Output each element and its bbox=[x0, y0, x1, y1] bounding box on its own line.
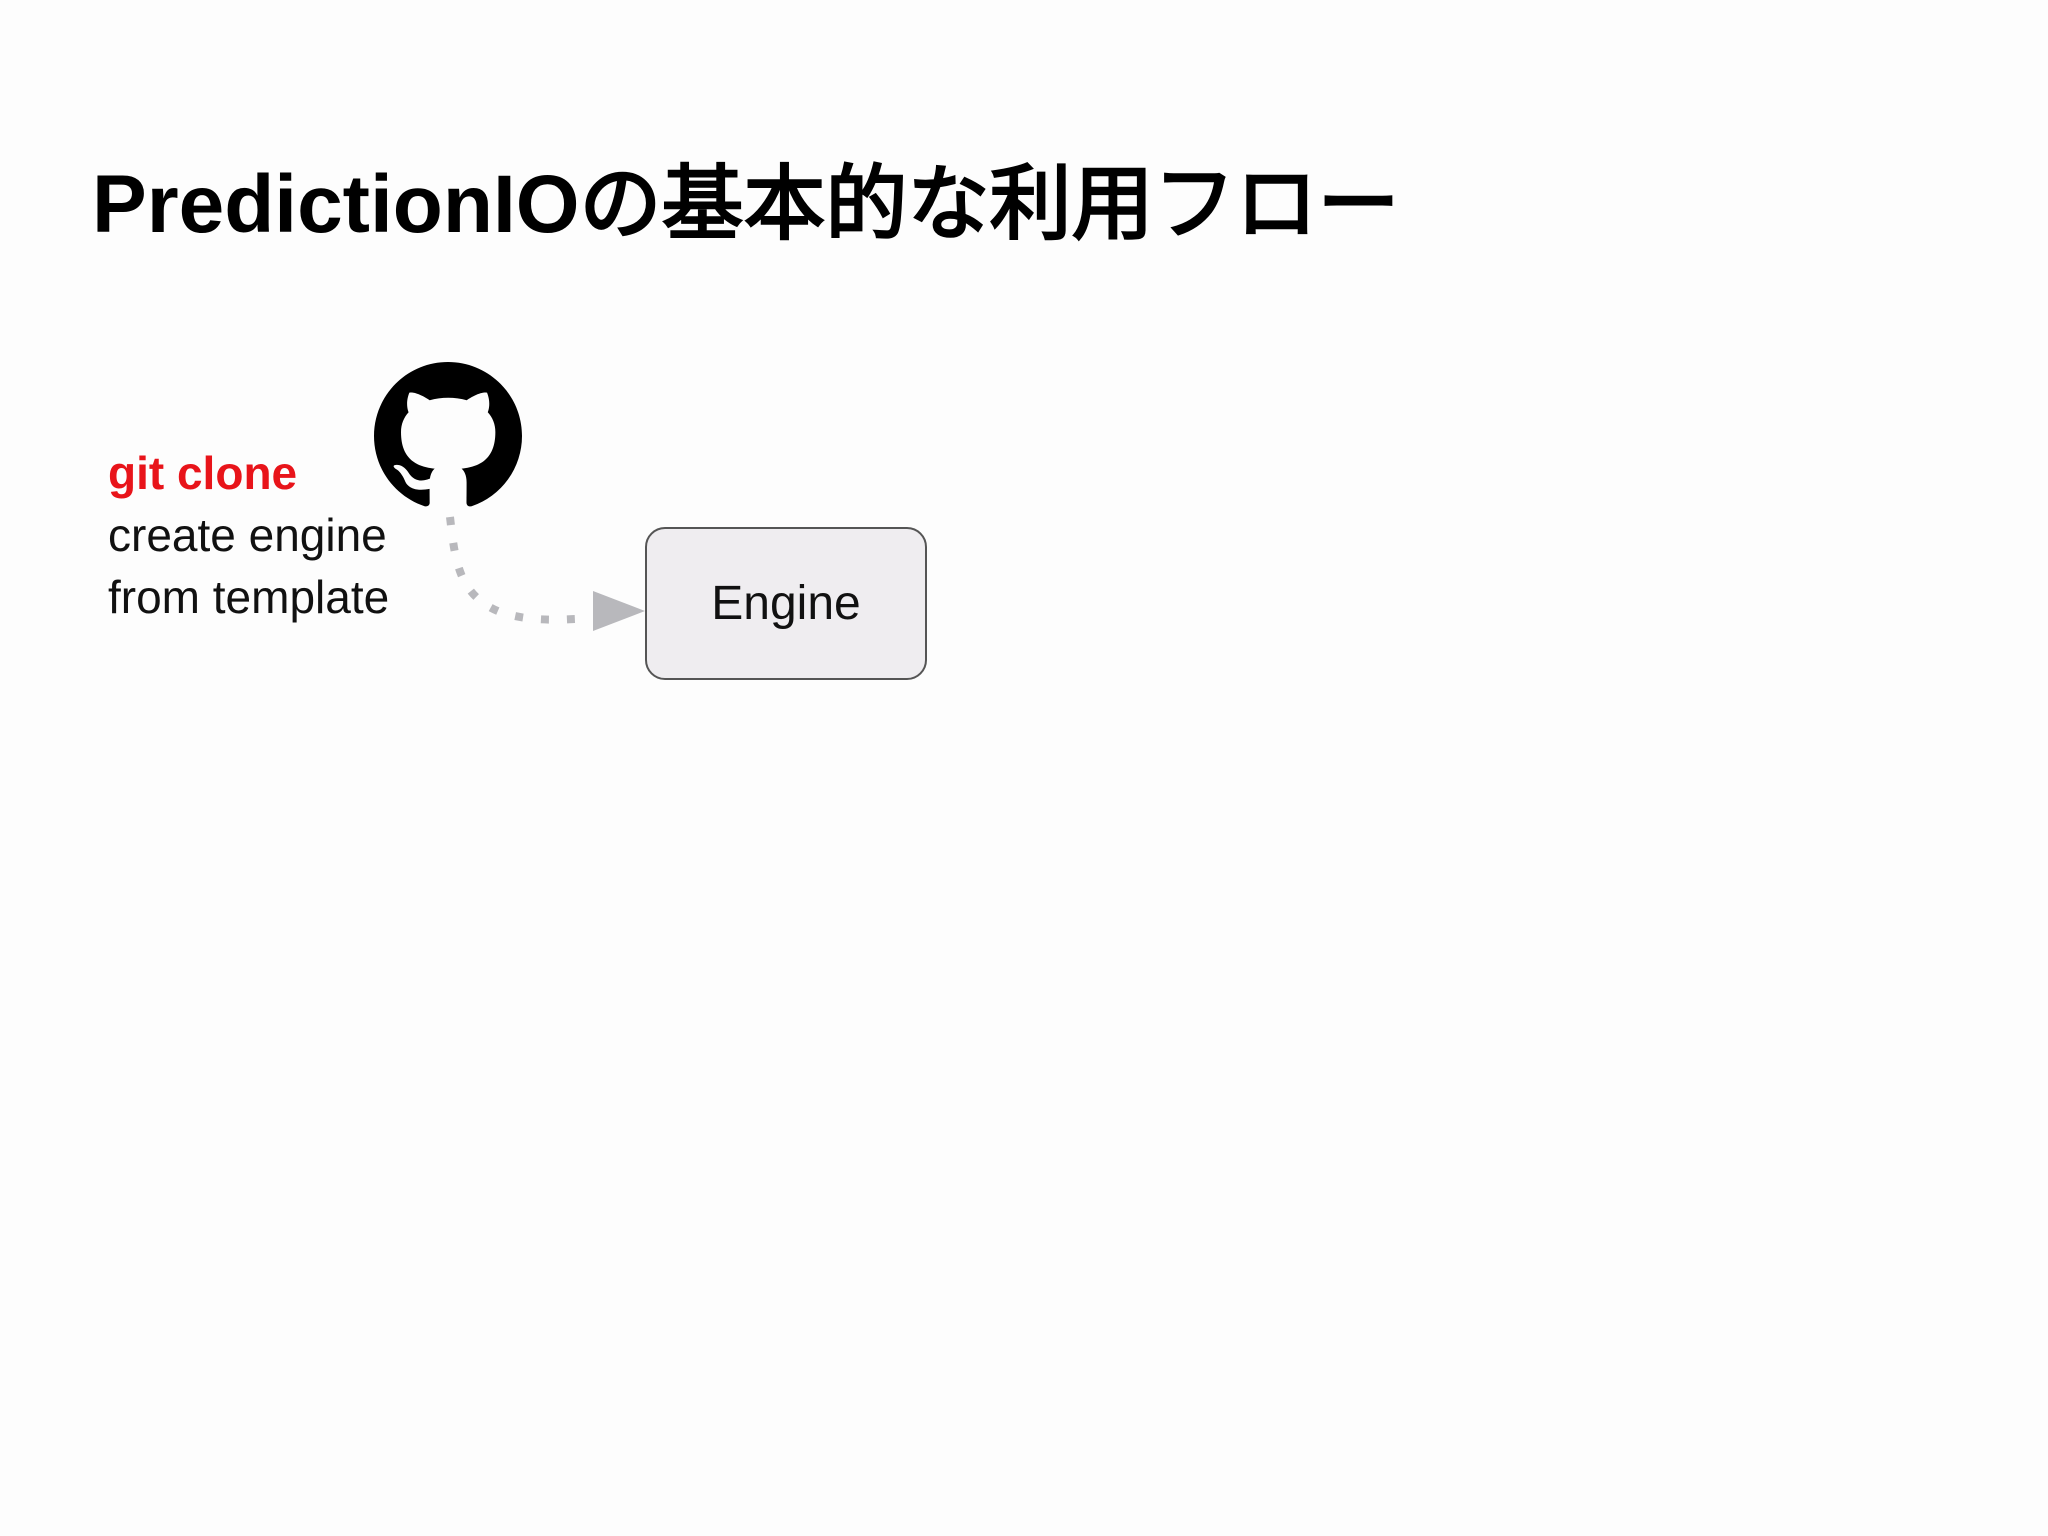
engine-node-label: Engine bbox=[711, 577, 861, 630]
git-clone-command: git clone bbox=[108, 447, 298, 499]
github-octocat-icon bbox=[374, 362, 522, 507]
caption-line-1: create engine bbox=[108, 509, 387, 561]
clone-step-caption: git clone create engine from template bbox=[108, 442, 389, 628]
caption-line-2: from template bbox=[108, 571, 390, 623]
arrow-head-icon bbox=[593, 591, 645, 631]
engine-node: Engine bbox=[645, 527, 927, 680]
dotted-connector bbox=[446, 516, 593, 624]
slide-title: PredictionIOの基本的な利用フロー bbox=[92, 159, 1400, 250]
